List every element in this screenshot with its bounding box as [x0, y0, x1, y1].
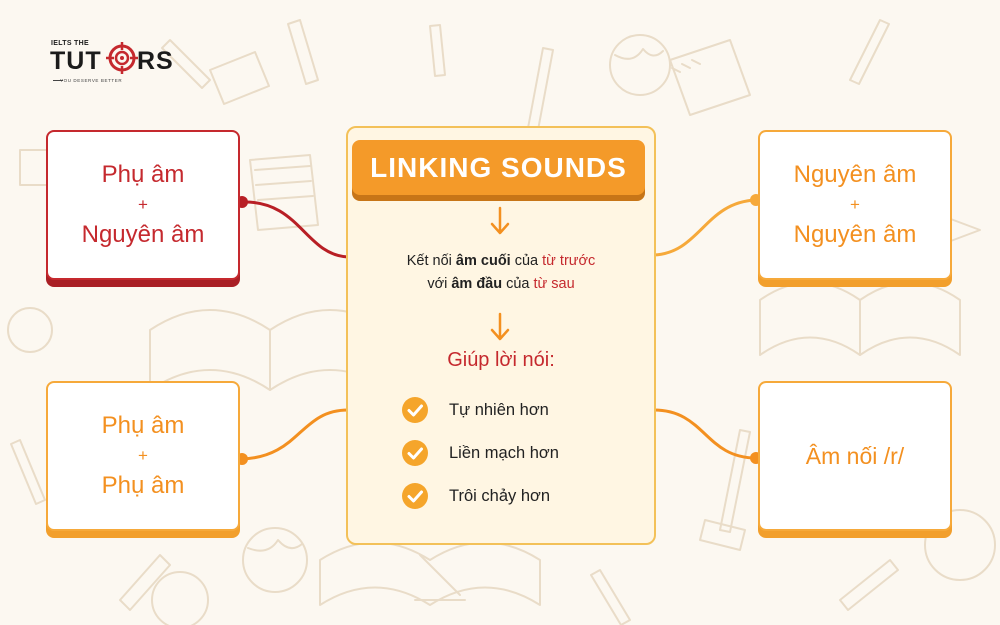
connector-bottom-left	[241, 408, 349, 461]
arrow-down-icon	[490, 312, 510, 341]
connector-top-right	[653, 198, 757, 257]
benefit-label: Tự nhiên hơn	[449, 400, 549, 419]
check-circle-icon	[402, 440, 428, 466]
box-line-1: Phụ âm	[101, 161, 185, 188]
definition-line-1: Kết nối âm cuối của từ trước	[356, 250, 646, 273]
definition-part: Kết nối	[406, 253, 456, 269]
definition-bold: âm đầu	[451, 276, 503, 292]
benefit-item: Tự nhiên hơn	[401, 395, 549, 425]
box-line-2: Nguyên âm	[793, 221, 917, 248]
box-line-2: Nguyên âm	[81, 221, 205, 248]
box-line-1: Âm nối /r/	[805, 443, 905, 469]
check-circle-icon	[402, 397, 428, 423]
benefit-title: Giúp lời nói:	[447, 349, 555, 371]
definition-part: với	[427, 276, 452, 292]
logo-slogan: YOU DESERVE BETTER	[60, 78, 123, 83]
box-plus: +	[850, 195, 860, 214]
box-plus: +	[138, 195, 148, 214]
box-line-2: Phụ âm	[101, 472, 185, 499]
benefit-label: Liền mạch hơn	[449, 443, 559, 462]
logo-brand-left: TUT	[50, 47, 102, 75]
box-vowel-vowel: Nguyên âm + Nguyên âm	[758, 130, 952, 280]
benefit-item: Liền mạch hơn	[401, 438, 559, 468]
benefit-item: Trôi chảy hơn	[401, 481, 550, 511]
definition-part: của	[510, 253, 543, 269]
box-line-1: Nguyên âm	[793, 161, 917, 188]
box-plus: +	[138, 446, 148, 465]
logo: IELTS THE TUT RS YOU DESERVE BETTER	[50, 38, 173, 88]
logo-rule	[53, 80, 63, 81]
arrow-down-icon	[490, 206, 510, 235]
definition-highlight: từ trước	[542, 253, 596, 269]
connector-top-left	[241, 200, 349, 259]
definition-highlight: từ sau	[533, 276, 575, 292]
box-linking-r: Âm nối /r/	[758, 381, 952, 531]
definition-line-2: với âm đầu của từ sau	[356, 273, 646, 296]
center-title: LINKING SOUNDS	[352, 140, 645, 195]
definition-text: Kết nối âm cuối của từ trước với âm đầu …	[356, 250, 646, 296]
target-icon	[106, 42, 138, 74]
logo-brand-right: RS	[137, 47, 174, 75]
box-consonant-consonant: Phụ âm + Phụ âm	[46, 381, 240, 531]
check-circle-icon	[402, 483, 428, 509]
box-consonant-vowel: Phụ âm + Nguyên âm	[46, 130, 240, 280]
connector-bottom-right	[653, 408, 757, 460]
benefit-label: Trôi chảy hơn	[449, 486, 550, 505]
logo-top-text: IELTS THE	[51, 40, 89, 47]
box-line-1: Phụ âm	[101, 412, 185, 439]
definition-part: của	[502, 276, 534, 292]
definition-bold: âm cuối	[455, 253, 511, 269]
